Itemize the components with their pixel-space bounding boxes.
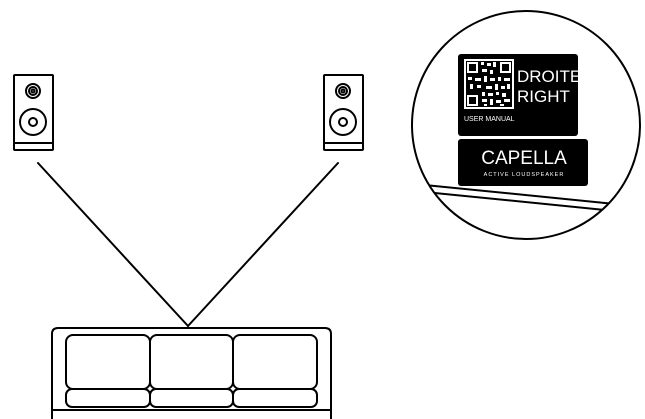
brand-subtitle: ACTIVE LOUDSPEAKER bbox=[484, 172, 565, 178]
qr-label-caption: USER MANUAL bbox=[464, 116, 515, 123]
qr-label-title-line1: DROITE bbox=[517, 67, 581, 86]
label-zoom-callout: DROITE RIGHT USER MANUAL CAPELLA ACTIVE … bbox=[411, 10, 641, 240]
brand-label: CAPELLA ACTIVE LOUDSPEAKER bbox=[458, 139, 588, 186]
qr-label-title-line2: RIGHT bbox=[517, 87, 570, 106]
qr-code-icon bbox=[464, 59, 514, 109]
right-listening-line bbox=[187, 162, 339, 327]
left-speaker bbox=[13, 74, 54, 151]
brand-name: CAPELLA bbox=[481, 148, 567, 169]
qr-code-label: DROITE RIGHT USER MANUAL bbox=[458, 54, 581, 136]
left-listening-line bbox=[37, 162, 189, 327]
sofa bbox=[51, 327, 332, 419]
right-speaker bbox=[323, 74, 364, 151]
